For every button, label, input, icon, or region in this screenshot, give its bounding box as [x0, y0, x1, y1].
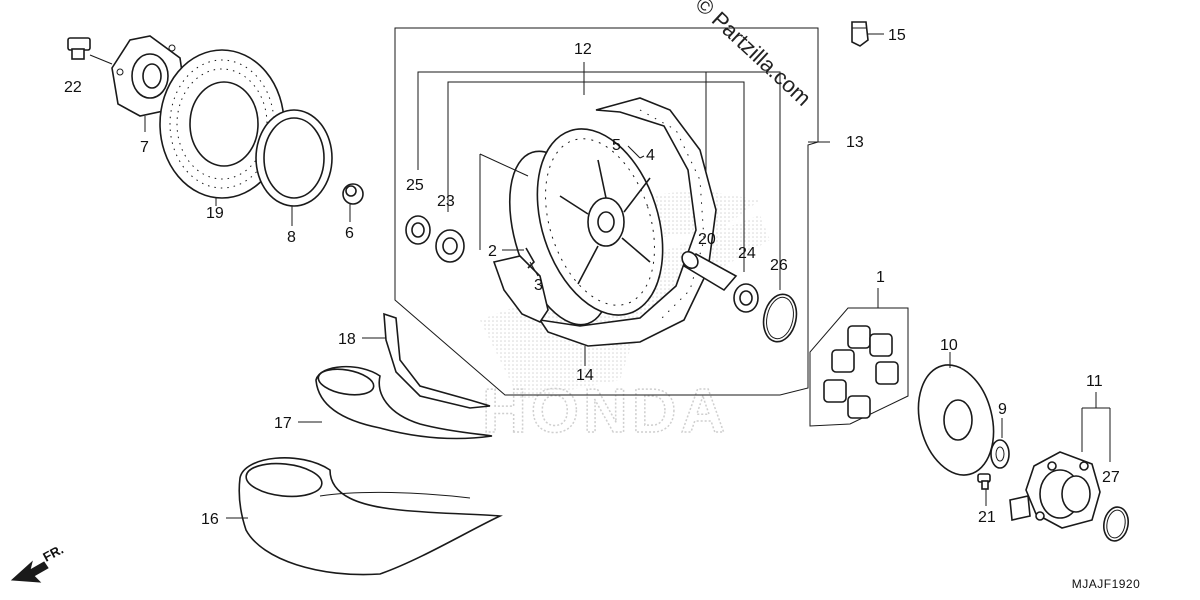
collar-part-6: [342, 183, 364, 222]
bearing-part-23: [435, 229, 465, 263]
rim-strip-part-18: [362, 312, 491, 409]
callout-8: 8: [287, 229, 296, 246]
tire-band-part-13: [538, 97, 830, 347]
o-ring-part-27: [1103, 506, 1129, 542]
callout-12: 12: [574, 41, 592, 58]
hub-flange-part-7: [111, 35, 185, 132]
front-direction-label: FR.: [40, 542, 66, 565]
washer-part-9: [990, 418, 1010, 469]
callout-23: 23: [437, 193, 455, 210]
callout-17: 17: [274, 415, 292, 432]
callout-24: 24: [738, 245, 756, 262]
callout-14: 14: [576, 367, 594, 384]
callout-6: 6: [345, 225, 354, 242]
callout-4: 4: [646, 147, 655, 164]
bearing-part-24: [733, 283, 759, 313]
bolt-part-21: [977, 473, 991, 506]
rear-wheel-part-12: [479, 128, 664, 326]
wheel-assembly-frame: [394, 27, 819, 396]
callout-10: 10: [940, 337, 958, 354]
callout-5: 5: [612, 137, 621, 154]
callout-27: 27: [1102, 469, 1120, 486]
diagram-code: MJAJF1920: [1072, 577, 1141, 591]
callout-13: 13: [846, 134, 864, 151]
valve-cap-part-15: [851, 21, 884, 47]
bolt-part-22: [67, 37, 113, 65]
callout-18: 18: [338, 331, 356, 348]
callout-9: 9: [998, 401, 1007, 418]
callout-11: 11: [1086, 373, 1103, 390]
tube-part-17: [298, 365, 493, 440]
seal-ring-part-8: [255, 109, 333, 226]
callout-20: 20: [698, 231, 716, 248]
o-ring-part-26: [762, 293, 798, 343]
callout-22: 22: [64, 79, 82, 96]
callout-1: 1: [876, 269, 885, 286]
band-part-14: [492, 255, 586, 366]
honda-word-watermark: HONDA: [482, 377, 729, 446]
callout-26: 26: [770, 257, 788, 274]
hub-part-11: [1009, 392, 1111, 529]
callout-21: 21: [978, 509, 996, 526]
tire-part-16: [226, 457, 503, 576]
front-direction-arrow: [10, 560, 49, 583]
spacer-part-20: [681, 250, 738, 292]
partzilla-watermark: © Partzilla.com: [691, 0, 816, 111]
callout-25: 25: [406, 177, 424, 194]
bearing-part-25: [405, 215, 431, 245]
callout-19: 19: [206, 205, 224, 222]
band-leader-5-4: [627, 145, 645, 159]
brake-disc-part-19: [159, 49, 285, 206]
callout-2: 2: [488, 243, 497, 260]
damper-set-part-1: [809, 288, 909, 427]
callout-3: 3: [534, 277, 543, 294]
callout-15: 15: [888, 27, 906, 44]
callout-7: 7: [140, 139, 149, 156]
valve-parts-2-3: [502, 247, 539, 277]
callout-16: 16: [201, 511, 219, 528]
flange-plate-part-10: [917, 352, 995, 476]
